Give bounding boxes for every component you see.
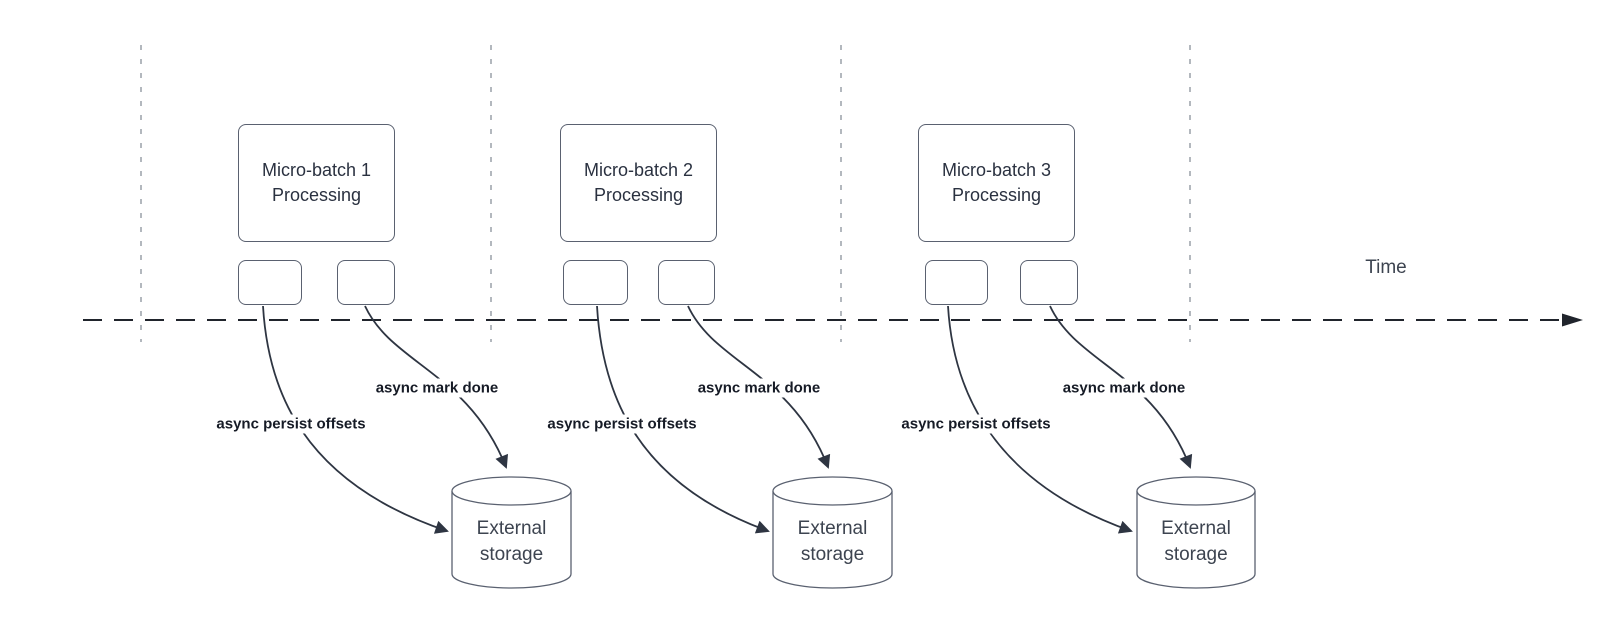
micro-batch-box: Micro-batch 1 Processing — [238, 124, 395, 242]
micro-batch-subtitle: Processing — [271, 185, 362, 205]
async-task-box — [1020, 260, 1078, 305]
mark-done-label: async mark done — [693, 378, 825, 398]
async-task-box — [337, 260, 395, 305]
persist-offsets-label: async persist offsets — [543, 414, 701, 434]
micro-batch-subtitle: Processing — [951, 185, 1042, 205]
external-storage-label: External storage — [1161, 518, 1231, 565]
async-task-box — [238, 260, 302, 305]
micro-batch-box: Micro-batch 2 Processing — [560, 124, 717, 242]
persist-offsets-label: async persist offsets — [212, 414, 370, 434]
micro-batch-subtitle: Processing — [593, 185, 684, 205]
micro-batch-title: Micro-batch 3 — [941, 160, 1052, 180]
micro-batch-title: Micro-batch 2 — [583, 160, 694, 180]
mark-done-arrow — [687, 305, 831, 469]
persist-offsets-label: async persist offsets — [897, 414, 1055, 434]
time-label: Time — [1365, 257, 1407, 278]
external-storage-cylinder — [1136, 476, 1256, 589]
external-storage-cylinder — [451, 476, 572, 589]
external-storage-label: External storage — [797, 518, 868, 565]
external-storage-label: External storage — [476, 518, 547, 565]
time-axis-arrowhead — [1562, 313, 1583, 327]
external-storage-cylinder — [772, 476, 893, 589]
micro-batch-title: Micro-batch 1 — [261, 160, 372, 180]
mark-done-arrow — [1049, 305, 1193, 469]
micro-batch-box: Micro-batch 3 Processing — [918, 124, 1075, 242]
async-task-box — [925, 260, 988, 305]
mark-done-label: async mark done — [1058, 378, 1190, 398]
async-task-box — [658, 260, 715, 305]
mark-done-arrow — [364, 305, 508, 469]
async-task-box — [563, 260, 628, 305]
mark-done-label: async mark done — [371, 378, 503, 398]
